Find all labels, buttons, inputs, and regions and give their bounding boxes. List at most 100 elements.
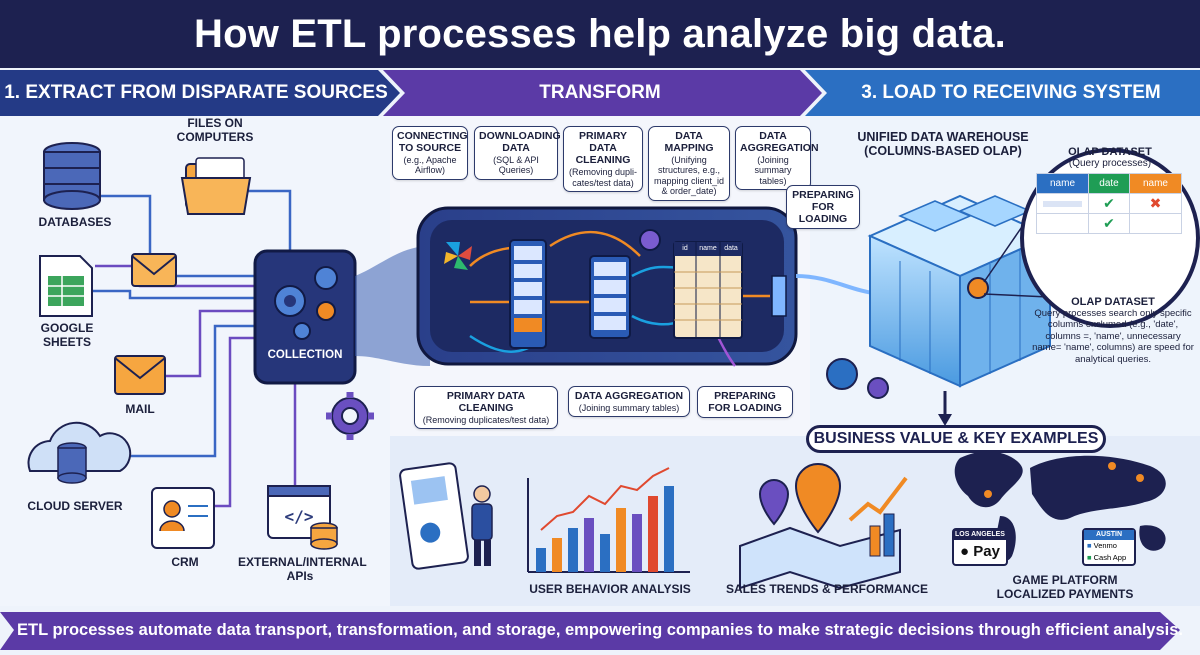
stage-arrows [0, 70, 1200, 116]
stage-headers: 1. EXTRACT FROM DISPARATE SOURCES TRANSF… [0, 70, 1200, 116]
stage-extract: 1. EXTRACT FROM DISPARATE SOURCES [4, 82, 388, 103]
cash-app-row: ■ Cash App [1084, 552, 1134, 564]
callout-primary-cleaning-sub: (Removing dupli-cates/test data) [568, 167, 638, 188]
callout-data-mapping-sub: (Unifying structures, e.g., mapping clie… [653, 155, 725, 197]
olap-cell [1035, 193, 1090, 214]
collection-label: COLLECTION [267, 349, 343, 361]
label-user-behavior: USER BEHAVIOR ANALYSIS [529, 582, 691, 596]
local-payments-badge: AUSTIN ■ Venmo ■ Cash App [1082, 528, 1136, 566]
callout-data-aggregation: DATA AGGREGATION (Joining summary tables… [735, 126, 819, 191]
olap-lens-title: OLAP DATASET [1068, 146, 1152, 158]
los-angeles-label: LOS ANGELES [954, 530, 1006, 540]
folder-icon [180, 157, 252, 215]
callout-connecting-sub: (e.g., Apache Airflow) [403, 155, 457, 176]
mapping-header-id: id [682, 245, 688, 252]
sales-map-illustration [739, 463, 908, 590]
bar-chart-illustration [527, 467, 690, 573]
svg-text:</>: </> [285, 507, 314, 526]
cleaning-stack [589, 255, 631, 339]
callout-bottom-cleaning: PRIMARY DATA CLEANING (Removing duplicat… [414, 386, 558, 430]
transform-arrow-shape [383, 70, 822, 116]
gear-icon [326, 392, 374, 440]
diagram-canvas: </> [0, 116, 1200, 606]
cloud-server-icon [27, 421, 132, 484]
callout-downloading-sub: (SQL & API Queries) [493, 155, 539, 176]
austin-label: AUSTIN [1084, 530, 1134, 540]
apple-icon: ● [960, 543, 970, 560]
collection-box [253, 249, 357, 385]
check-icon: ✔ [1088, 193, 1130, 214]
olap-cell [1128, 213, 1183, 234]
collection-funnel [355, 246, 430, 366]
user-behavior-illustration [399, 462, 493, 570]
callout-downloading-title: DOWNLOADING DATA [479, 130, 561, 155]
callout-data-aggregation-title: DATA AGGREGATION [740, 130, 819, 155]
olap-header-name-2: name [1128, 173, 1183, 194]
venmo-icon: ■ [1087, 541, 1092, 550]
label-mail: MAIL [125, 402, 155, 416]
callout-primary-cleaning: PRIMARY DATA CLEANING (Removing dupli-ca… [563, 126, 643, 192]
label-google-sheets: GOOGLE SHEETS [40, 321, 94, 349]
airflow-icon [444, 242, 472, 270]
world-map-illustration [954, 451, 1166, 561]
api-icon: </> [267, 485, 338, 550]
load-gear-icon [826, 358, 858, 390]
callout-bottom-preparing: PREPARING FOR LOADING [697, 386, 793, 419]
download-stack [509, 239, 547, 349]
venmo-row: ■ Venmo [1084, 540, 1134, 552]
footer-shape [0, 612, 1180, 650]
extract-arrow-shape [0, 70, 400, 116]
apple-pay-badge: LOS ANGELES ● Pay [952, 528, 1008, 566]
page-title: How ETL processes help analyze big data. [0, 0, 1200, 68]
callout-bottom-cleaning-sub: (Removing duplicates/test data) [422, 415, 550, 426]
mapping-header-name: name [699, 245, 717, 252]
callout-preparing-top: PREPARING FOR LOADING [786, 185, 860, 230]
olap-desc-title: OLAP DATASET [1071, 296, 1155, 308]
envelope-small-icon [131, 253, 177, 287]
stage-transform: TRANSFORM [539, 82, 661, 103]
mapping-header-data: data [724, 245, 738, 252]
stage-load: 3. LOAD TO RECEIVING SYSTEM [861, 82, 1161, 103]
label-sales: SALES TRENDS & PERFORMANCE [725, 582, 928, 596]
olap-header-date: date [1088, 173, 1130, 194]
warehouse-title: UNIFIED DATA WAREHOUSE (COLUMNS-BASED OL… [857, 130, 1029, 159]
callout-bottom-cleaning-title: PRIMARY DATA CLEANING [446, 390, 526, 415]
label-databases: DATABASES [38, 215, 112, 229]
callout-connecting: CONNECTING TO SOURCE (e.g., Apache Airfl… [392, 126, 468, 180]
load-gear-small-icon [867, 377, 889, 399]
olap-header-name: name [1035, 173, 1090, 194]
callout-data-mapping: DATA MAPPING (Unifying structures, e.g.,… [648, 126, 730, 201]
callout-bottom-aggregation-title: DATA AGGREGATION [574, 390, 684, 402]
callout-bottom-aggregation-sub: (Joining summary tables) [578, 403, 680, 414]
check-icon: ✔ [1088, 213, 1130, 234]
olap-lens-content: OLAP DATASET (Query processes) name date… [1035, 146, 1184, 234]
loading-block [771, 275, 787, 317]
callout-data-mapping-title: DATA MAPPING [664, 130, 714, 155]
venmo-label: Venmo [1093, 541, 1117, 550]
label-apis: EXTERNAL/INTERNAL APIs [238, 555, 367, 583]
footer-text: ETL processes automate data transport, t… [17, 621, 1183, 639]
pipeline-gear-icon [639, 229, 661, 251]
mapping-table-header: id name data [674, 242, 742, 256]
label-files: FILES ON COMPUTERS [176, 116, 254, 144]
label-crm: CRM [171, 555, 199, 569]
cross-icon: ✖ [1128, 193, 1183, 214]
olap-lens-sub: (Query processes) [1068, 158, 1152, 169]
callout-data-aggregation-sub: (Joining summary tables) [754, 155, 792, 186]
label-cloud-server: CLOUD SERVER [27, 499, 123, 513]
callout-preparing-top-title: PREPARING FOR LOADING [792, 189, 854, 226]
olap-desc-text: Query processes search only specific col… [1032, 308, 1194, 365]
business-heading: BUSINESS VALUE & KEY EXAMPLES [806, 425, 1106, 453]
mapping-table [673, 241, 743, 339]
callout-connecting-title: CONNECTING TO SOURCE [397, 130, 468, 155]
cash-app-icon: ■ [1087, 553, 1092, 562]
callout-bottom-aggregation: DATA AGGREGATION (Joining summary tables… [568, 386, 690, 418]
footer-banner: ETL processes automate data transport, t… [0, 606, 1200, 655]
load-arrow-shape [805, 70, 1200, 116]
olap-table: name date name ✔ ✖ ✔ [1035, 173, 1183, 234]
spreadsheet-icon [39, 255, 93, 317]
callout-bottom-preparing-title: PREPARING FOR LOADING [708, 390, 782, 415]
warehouse-cube [867, 194, 1053, 388]
callout-downloading: DOWNLOADING DATA (SQL & API Queries) [474, 126, 561, 180]
mail-icon [114, 355, 166, 395]
